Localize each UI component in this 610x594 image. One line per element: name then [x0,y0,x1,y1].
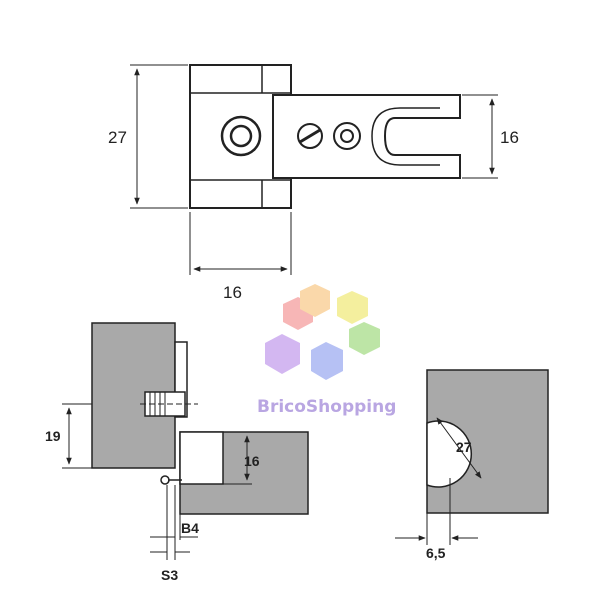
side-view-dimensions [62,403,252,553]
bricoshopping-logo [265,284,380,380]
top-view-dimensions [130,64,498,275]
base-screw-icon [220,115,262,157]
arm-screw-icon [333,122,361,150]
dimension-s3: S3 [161,567,178,583]
bore-view-dimensions [395,417,482,545]
top-view [189,64,461,209]
hinge-arm [272,94,461,179]
watermark-brand: BricoShopping [257,397,396,417]
logo-hex-orange [300,284,330,317]
dimension-6-5: 6,5 [426,545,446,561]
side-view [91,322,309,560]
dimension-16-door: 16 [244,453,260,469]
hinge-cup [179,431,224,485]
dimension-16-arm: 16 [500,128,519,147]
logo-hex-purple [265,334,300,374]
dimension-19: 19 [45,428,61,444]
bore-view [426,369,549,514]
logo-hex-yellow [337,291,368,324]
logo-hex-blue [311,342,343,380]
adjustment-slot [371,107,440,166]
dimension-b4: B4 [181,520,199,536]
logo-hex-green [349,322,380,355]
dimension-27-height: 27 [108,128,127,147]
pivot-icon [160,475,170,485]
dimension-27-diameter: 27 [456,439,472,455]
slotted-screw-icon [297,123,323,149]
dimension-16-width: 16 [223,283,242,302]
